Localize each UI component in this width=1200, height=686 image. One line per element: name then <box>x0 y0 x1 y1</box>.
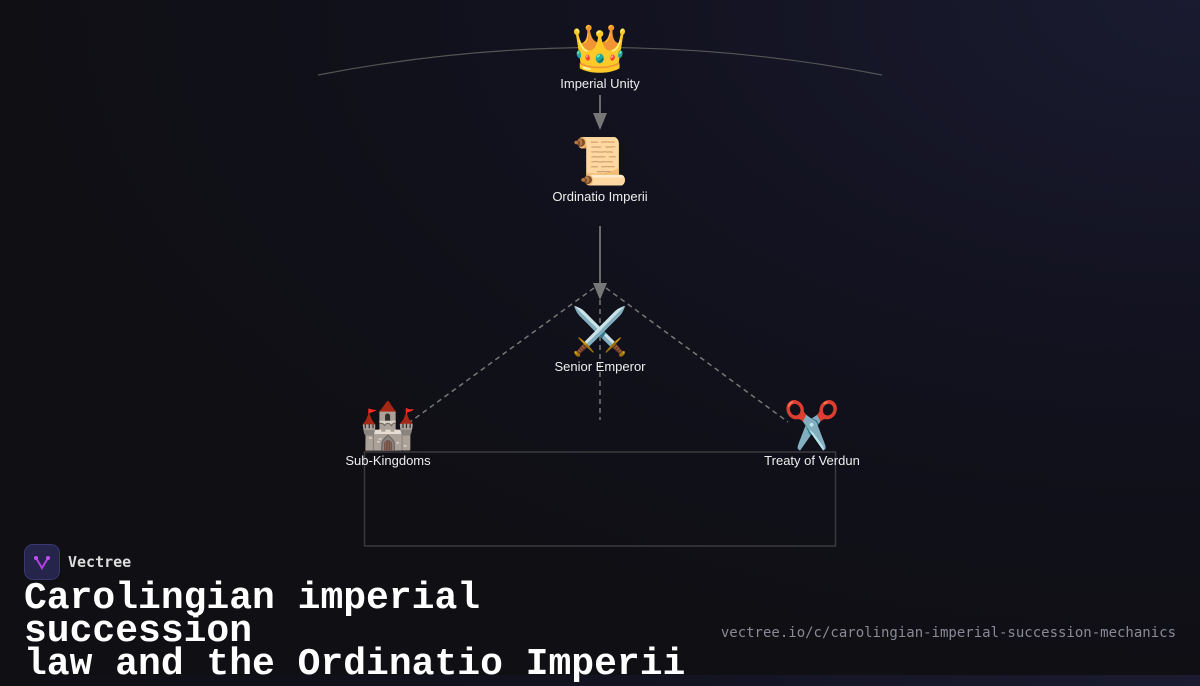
group-box <box>363 451 837 547</box>
edge-senior-verdun <box>605 287 789 423</box>
scissors-icon: ✂️ <box>783 399 841 451</box>
crown-icon: 👑 <box>571 22 629 74</box>
vectree-logo-icon <box>24 544 60 580</box>
source-url[interactable]: vectree.io/c/carolingian-imperial-succes… <box>720 625 1176 641</box>
node-label: Senior Emperor <box>554 359 646 374</box>
castle-icon: 🏰 <box>359 399 417 451</box>
crossed-swords-icon: ⚔️ <box>571 305 629 357</box>
title-line-1: Carolingian imperial succession <box>24 577 481 653</box>
arrow-head-2 <box>593 283 607 300</box>
title-line-2: law and the Ordinatio Imperii <box>24 643 686 686</box>
node-ordinatio-imperii[interactable]: 📜 Ordinatio Imperii <box>552 135 647 204</box>
node-imperial-unity[interactable]: 👑 Imperial Unity <box>560 22 639 91</box>
node-sub-kingdoms[interactable]: 🏰 Sub-Kingdoms <box>345 399 430 468</box>
node-treaty-of-verdun[interactable]: ✂️ Treaty of Verdun <box>764 399 860 468</box>
arrow-head-1 <box>593 113 607 130</box>
brand-name: Vectree <box>68 553 132 571</box>
page-title: Carolingian imperial succession law and … <box>24 577 724 686</box>
node-label: Sub-Kingdoms <box>345 453 431 468</box>
node-label: Imperial Unity <box>560 76 640 91</box>
node-label: Treaty of Verdun <box>764 453 860 468</box>
edge-senior-subkingdoms <box>409 287 595 423</box>
arc-line <box>317 46 883 76</box>
node-senior-emperor[interactable]: ⚔️ Senior Emperor <box>554 305 645 374</box>
brand: Vectree <box>24 544 131 580</box>
scroll-icon: 📜 <box>571 135 629 187</box>
node-label: Ordinatio Imperii <box>552 189 648 204</box>
